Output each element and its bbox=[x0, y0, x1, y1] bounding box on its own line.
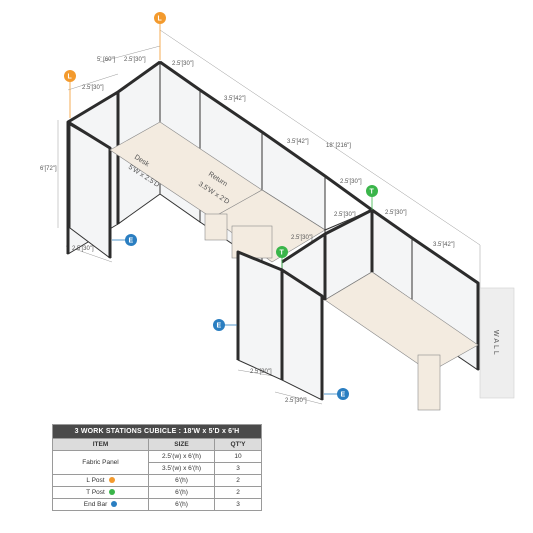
cubicle-diagram: WALL Desk 5'W x 2.5'D Return 3.5'W x 2'D… bbox=[40, 12, 515, 411]
t-post-swatch bbox=[108, 489, 115, 496]
table-cell-size: 2.5'(w) x 6'(h) bbox=[148, 450, 215, 463]
table-cell-qty: 3 bbox=[214, 498, 262, 511]
dim-label: 3.5'[42"] bbox=[433, 242, 455, 248]
end-bar-badge-label: E bbox=[341, 392, 346, 399]
end-bar-badge-label: E bbox=[129, 238, 134, 245]
l-post-marker: L bbox=[154, 12, 166, 60]
wall-label: WALL bbox=[492, 330, 499, 357]
dim-label: 2.5'[30"] bbox=[124, 57, 146, 63]
dim-label: 2.5'[30"] bbox=[250, 369, 272, 375]
table-cell-item: L Post bbox=[52, 474, 149, 487]
table-item-label: L Post bbox=[86, 477, 105, 484]
table-row: Fabric Panel 2.5'(w) x 6'(h) 10 bbox=[52, 450, 262, 475]
table-header-qty: QT'Y bbox=[214, 438, 262, 451]
table-cell-qty: 3 bbox=[214, 462, 262, 475]
table-header-size: SIZE bbox=[148, 438, 215, 451]
end-bar-marker: E bbox=[324, 388, 349, 400]
table-cell-size: 3.5'(w) x 6'(h) bbox=[148, 462, 215, 475]
l-post-badge-label: L bbox=[158, 16, 163, 23]
l-post-marker: L bbox=[64, 70, 76, 118]
t-post-badge-label: T bbox=[280, 250, 285, 257]
dim-label: 2.5'[30"] bbox=[340, 179, 362, 185]
dim-label: 3.5'[42"] bbox=[224, 96, 246, 102]
dim-label: 2.5'[30"] bbox=[172, 61, 194, 67]
l-post-badge-label: L bbox=[68, 74, 73, 81]
t-post-marker: T bbox=[366, 185, 378, 210]
table-title: 3 WORK STATIONS CUBICLE : 18'W x 5'D x 6… bbox=[52, 424, 262, 439]
wall: WALL bbox=[479, 287, 515, 399]
dim-label: 2.5'[30"] bbox=[385, 210, 407, 216]
dim-label: 18' [216"] bbox=[326, 143, 351, 149]
dim-label: 2.5'[30"] bbox=[285, 398, 307, 404]
table-cell-item: T Post bbox=[52, 486, 149, 499]
dim-label: 2.5'[30"] bbox=[291, 235, 313, 241]
table-row: End Bar 6'(h) 3 bbox=[52, 498, 262, 511]
table-row: L Post 6'(h) 2 bbox=[52, 474, 262, 487]
table-cell-qty: 2 bbox=[214, 486, 262, 499]
bill-of-materials-table: 3 WORK STATIONS CUBICLE : 18'W x 5'D x 6… bbox=[52, 424, 262, 511]
left-workstation bbox=[66, 60, 326, 263]
table-cell-qty: 2 bbox=[214, 474, 262, 487]
table-item-label: T Post bbox=[86, 489, 105, 496]
end-bar-badge-label: E bbox=[217, 323, 222, 330]
table-item-label: End Bar bbox=[83, 501, 108, 508]
t-post-badge-label: T bbox=[370, 189, 375, 196]
dim-label: 2.5'[30"] bbox=[82, 85, 104, 91]
end-bar-marker: E bbox=[213, 319, 237, 331]
right-workstation bbox=[236, 208, 479, 411]
dim-label: 5' [60"] bbox=[97, 57, 116, 63]
t-post-marker: T bbox=[276, 246, 288, 268]
dim-label: 2.5'[30"] bbox=[72, 246, 94, 252]
end-bar-marker: E bbox=[112, 234, 137, 246]
table-row: T Post 6'(h) 2 bbox=[52, 486, 262, 499]
dim-label: 3.5'[42"] bbox=[287, 139, 309, 145]
table-cell-size: 6'(h) bbox=[148, 474, 215, 487]
dim-label: 2.5'[30"] bbox=[334, 212, 356, 218]
table-header-item: ITEM bbox=[52, 438, 149, 451]
end-bar-swatch bbox=[111, 501, 118, 508]
l-post-swatch bbox=[108, 477, 115, 484]
table-cell-size: 6'(h) bbox=[148, 486, 215, 499]
table-cell-qty: 10 bbox=[214, 450, 262, 463]
right-desk-surface bbox=[324, 271, 479, 373]
table-cell-item: End Bar bbox=[52, 498, 149, 511]
dimension-labels: 2.5'[30"] 2.5'[30"] 5' [60"] 2.5'[30"] 3… bbox=[40, 57, 455, 404]
table-cell-size: 6'(h) bbox=[148, 498, 215, 511]
table-cell-item: Fabric Panel bbox=[52, 450, 149, 475]
dim-label: 6'[72"] bbox=[40, 166, 57, 172]
